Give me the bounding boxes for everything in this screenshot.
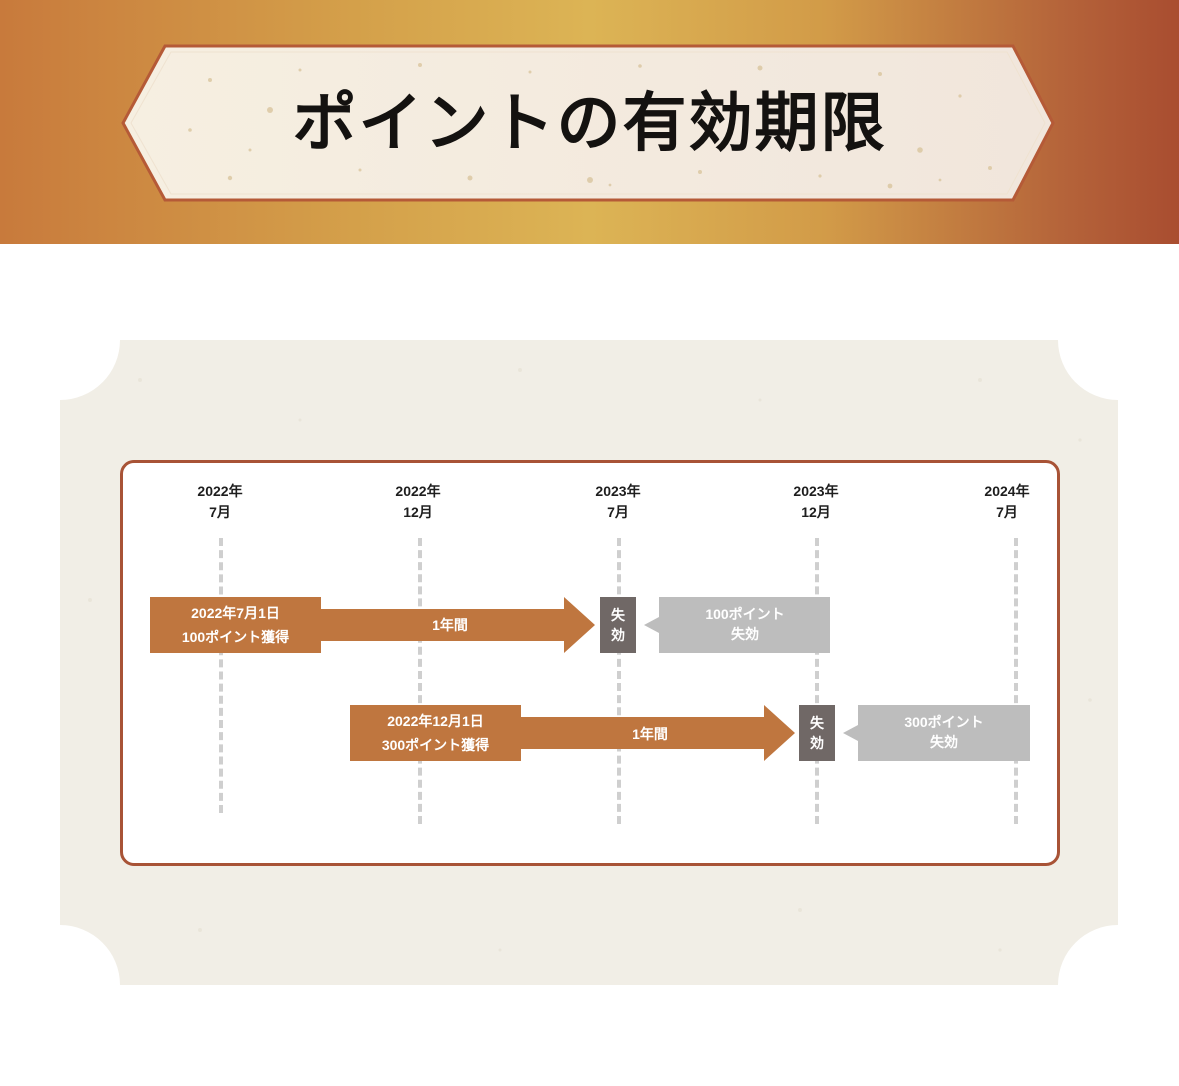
expire-marker: 失 効 xyxy=(600,597,636,653)
result-text: 100ポイント 失効 xyxy=(705,606,785,642)
period-arrow xyxy=(320,597,595,653)
date-guide-line xyxy=(815,538,819,824)
expire-marker: 失 効 xyxy=(799,705,835,761)
acquire-box: 2022年12月1日 300ポイント獲得 xyxy=(350,705,521,761)
result-text: 300ポイント 失効 xyxy=(904,714,984,750)
header-banner: ポイントの有効期限 xyxy=(0,0,1179,244)
date-guide-line xyxy=(418,538,422,824)
period-label: 1年間 xyxy=(632,726,668,742)
timeline-frame xyxy=(120,460,1060,866)
banner-plate xyxy=(121,44,1055,202)
result-bubble xyxy=(644,597,830,653)
period-label: 1年間 xyxy=(432,617,468,633)
page-title: ポイントの有効期限 xyxy=(292,86,887,161)
date-guide-line xyxy=(617,538,621,824)
acquire-box: 2022年7月1日 100ポイント獲得 xyxy=(150,597,321,653)
date-guide-line xyxy=(1014,538,1018,824)
result-bubble xyxy=(843,705,1030,761)
period-arrow xyxy=(520,705,795,761)
date-guide-line xyxy=(219,538,223,813)
